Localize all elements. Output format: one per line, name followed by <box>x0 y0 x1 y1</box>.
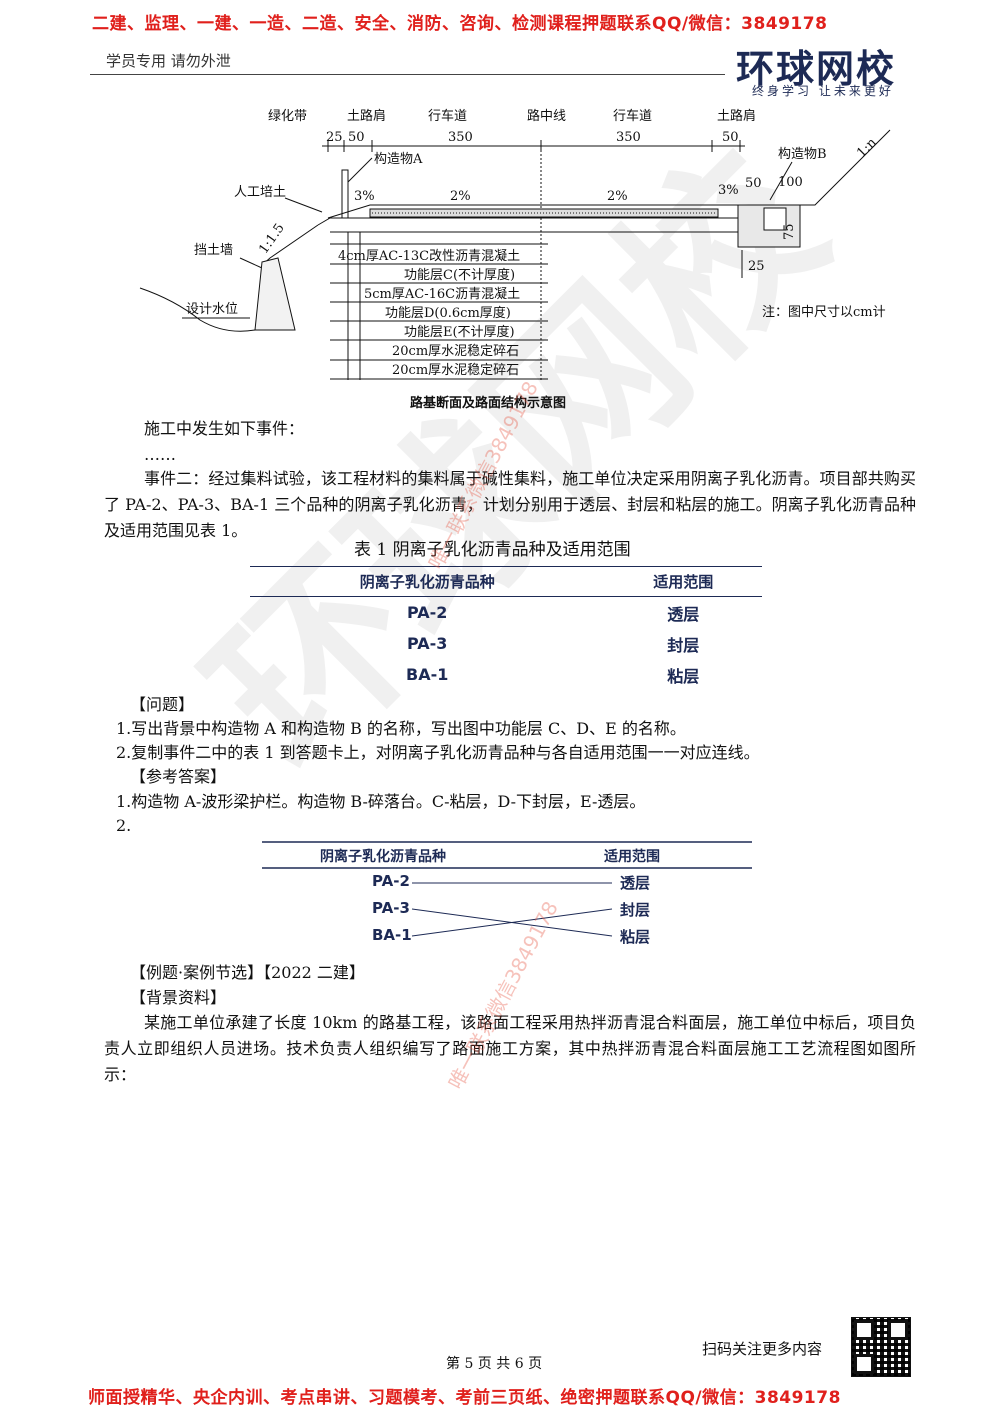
grade-3: 2% <box>607 189 628 204</box>
dim-75: 75 <box>782 223 797 240</box>
dim-25: 25 <box>326 130 343 145</box>
label-struct-a: 构造物A <box>374 152 423 167</box>
layer-1: 4cm厚AC-13C改性沥青混凝土 <box>338 248 520 264</box>
table-cell: 透层 <box>667 604 700 624</box>
header-note: 学员专用 请勿外泄 <box>106 52 231 70</box>
event-two: 事件二：经过集料试验，该工程材料的集料属于碱性集料，施工单位决定采用阴离子乳化沥… <box>104 469 916 540</box>
table-cell: 粘层 <box>667 666 700 686</box>
dim-100: 100 <box>778 175 803 190</box>
dim-25-bottom: 25 <box>748 259 765 274</box>
label-shoulder-right: 土路肩 <box>717 108 756 124</box>
table-row: PA-2 透层 <box>250 597 762 629</box>
match-right-item: 粘层 <box>620 928 651 946</box>
body-p1: 施工中发生如下事件： <box>144 419 305 438</box>
qr-code <box>851 1317 911 1377</box>
qr-caption: 扫码关注更多内容 <box>702 1340 823 1358</box>
diagram-caption: 路基断面及路面结构示意图 <box>410 396 567 411</box>
table-title: 表 1 阴离子乳化沥青品种及适用范围 <box>354 540 631 560</box>
logo: 环球网校 <box>736 38 896 93</box>
match-right-item: 封层 <box>620 901 651 919</box>
table-cell: PA-3 <box>407 634 448 653</box>
match-header-right: 适用范围 <box>604 849 660 865</box>
table-cell: BA-1 <box>406 665 449 684</box>
answer-2: 2. <box>116 816 132 835</box>
question-2: 2.复制事件二中的表 1 到答题卡上，对阴离子乳化沥青品种与各自适用范围一一对应… <box>116 743 760 762</box>
example-heading: 【例题·案例节选】【2022 二建】 <box>130 963 365 982</box>
question-heading: 【问题】 <box>130 695 195 714</box>
label-struct-b: 构造物B <box>778 147 827 162</box>
table-cell: PA-2 <box>407 603 448 622</box>
logo-slogan: 终身学习 让未来更好 <box>752 84 894 98</box>
answer-heading: 【参考答案】 <box>130 767 227 786</box>
match-left-item: PA-3 <box>372 899 410 917</box>
table-row: BA-1 粘层 <box>250 659 762 690</box>
slope-left: 1:1.5 <box>256 221 287 257</box>
layer-7: 20cm厚水泥稳定碎石 <box>392 362 519 378</box>
top-banner: 二建、监理、一建、一造、二造、安全、消防、咨询、检测课程押题联系QQ/微信：38… <box>92 14 828 34</box>
match-header-left: 阴离子乳化沥青品种 <box>320 849 446 865</box>
answer-1: 1.构造物 A-波形梁护栏。构造物 B-碎落台。C-粘层，D-下封层，E-透层。 <box>116 792 646 811</box>
question-1: 1.写出背景中构造物 A 和构造物 B 的名称，写出图中功能层 C、D、E 的名… <box>116 719 686 738</box>
label-fill: 人工培土 <box>234 184 286 200</box>
grade-1: 3% <box>354 189 375 204</box>
layer-3: 5cm厚AC-16C沥青混凝土 <box>364 286 520 302</box>
grade-2: 2% <box>450 189 471 204</box>
match-right-item: 透层 <box>620 874 651 892</box>
dim-350-right: 350 <box>616 130 641 145</box>
label-shoulder-left: 土路肩 <box>347 108 386 124</box>
table-header: 阴离子乳化沥青品种 <box>250 566 605 597</box>
dim-350-left: 350 <box>448 130 473 145</box>
grade-4: 3% <box>718 183 739 198</box>
label-green-belt: 绿化带 <box>268 109 307 124</box>
page-number: 第 5 页 共 6 页 <box>446 1356 543 1372</box>
match-left-item: PA-2 <box>372 872 410 890</box>
bottom-banner: 师面授精华、央企内训、考点串讲、习题模考、考前三页纸、绝密押题联系QQ/微信：3… <box>88 1388 841 1408</box>
header-rule <box>90 74 725 75</box>
table-header-row: 阴离子乳化沥青品种 适用范围 <box>250 566 762 597</box>
layer-2: 功能层C(不计厚度) <box>404 267 515 283</box>
table-1: 阴离子乳化沥青品种 适用范围 PA-2 透层 PA-3 封层 BA-1 粘层 <box>250 566 762 690</box>
label-lane-right: 行车道 <box>613 108 652 124</box>
logo-text: 环球网校 <box>736 47 897 91</box>
matching-figure <box>262 841 752 937</box>
background-heading: 【背景资料】 <box>130 988 227 1007</box>
body-p2: …… <box>144 445 176 464</box>
layer-5: 功能层E(不计厚度) <box>404 324 515 340</box>
diagram-note: 注：图中尺寸以cm计 <box>762 305 886 320</box>
dim-50-right: 50 <box>722 130 739 145</box>
table-header: 适用范围 <box>604 566 762 597</box>
table-row: PA-3 封层 <box>250 628 762 659</box>
dim-50-ditch: 50 <box>745 176 762 191</box>
label-water: 设计水位 <box>186 302 238 317</box>
match-left-item: BA-1 <box>372 926 412 944</box>
layer-4: 功能层D(0.6cm厚度) <box>385 305 511 321</box>
background-text: 某施工单位承建了长度 10km 的路基工程，该路面工程采用热拌沥青混合料面层，施… <box>104 1013 916 1084</box>
label-lane-left: 行车道 <box>428 108 467 124</box>
slope-right: 1:n <box>854 135 880 161</box>
label-wall: 挡土墙 <box>194 243 233 258</box>
table-cell: 封层 <box>667 635 700 655</box>
road-section-diagram: 绿化带 土路肩 行车道 路中线 行车道 土路肩 25 50 350 350 50… <box>139 108 891 380</box>
label-center: 路中线 <box>527 108 566 124</box>
layer-6: 20cm厚水泥稳定碎石 <box>392 343 519 359</box>
dim-50-left: 50 <box>348 130 365 145</box>
